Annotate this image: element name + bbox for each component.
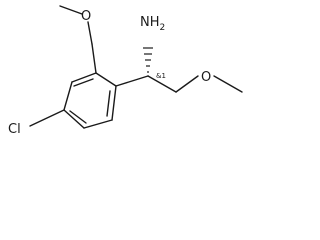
hashed-wedge-bond [143,47,153,73]
bond-ring-to-ether-top [91,43,97,74]
ring-bond-c6-c1 [111,85,117,121]
ring-bond-c3-c3-inner [73,78,94,87]
atom-label-chlorine: Cl [8,122,21,137]
bond-ring-to-chlorine [29,109,65,127]
ring-bond-c6-c1-inner [106,90,111,117]
bond-ch2-to-ether-right [175,75,199,93]
bond-stereocenter-to-ch2 [147,75,177,93]
bond-ether-top-to-methyl [59,5,83,15]
bond-ether-right-to-methyl [213,75,243,93]
atom-label-amine: NH2 [140,15,165,33]
ring-bond-c3-c4 [63,81,73,111]
ring-bond-c4-c5 [63,109,85,129]
ring-bond-c1-c2 [95,72,117,87]
molecule-structure: NH2 O O Cl &1 [8,5,243,137]
ring-bond-c2-c3 [71,72,97,83]
ring-bond-c5-c6 [83,119,113,129]
bond-ether-top-upper [87,21,93,45]
atom-label-ether-top: O [81,9,91,24]
bond-ring-to-stereocenter [115,75,149,87]
stereo-label: &1 [156,72,166,80]
ring-bond-c4-c5-inner [69,110,87,124]
atom-label-ether-right: O [201,70,211,85]
